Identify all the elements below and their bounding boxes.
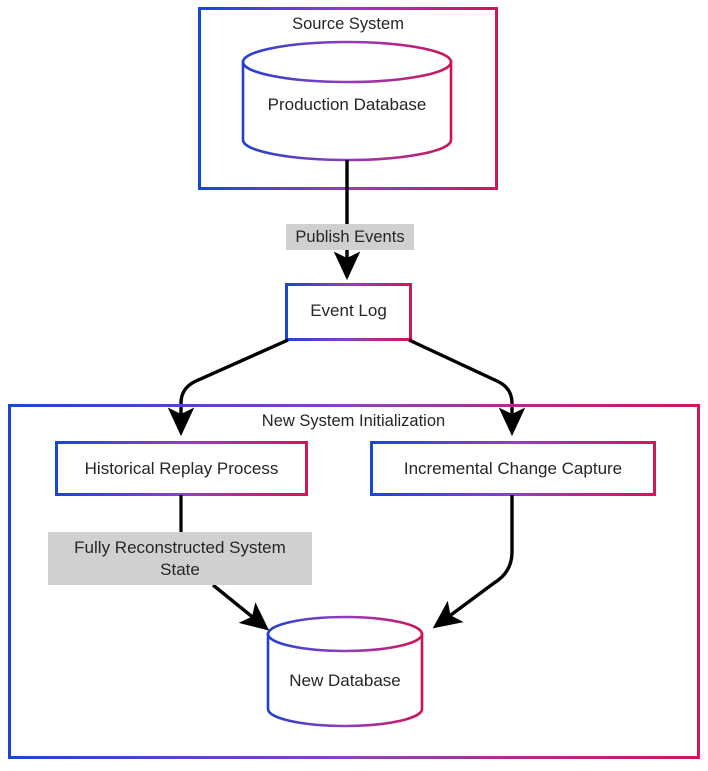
node-box-event-log — [285, 283, 412, 341]
node-label-fully-reconstructed-system-state: Fully Reconstructed System State — [48, 532, 312, 585]
group-label-source-system: Source System — [292, 14, 404, 33]
node-label-historical-replay-process: Historical Replay Process — [84, 459, 279, 479]
node-box-historical-replay-process — [55, 441, 308, 496]
node-box-incremental-change-capture — [370, 441, 656, 496]
edge-incremental-change-capture-to-new-database — [432, 495, 514, 629]
node-label-event-log: Event Log — [310, 301, 387, 321]
node-label-incremental-change-capture: Incremental Change Capture — [403, 459, 623, 479]
edge-event-log-to-incremental-change-capture — [408, 338, 526, 437]
node-label-new-database: New Database — [289, 671, 401, 691]
cylinder-new-database — [266, 615, 424, 728]
cylinder-production-database — [241, 40, 453, 162]
edge-reconstructed-state-to-new-database — [211, 583, 270, 631]
group-box-new-system-initialization — [8, 404, 700, 759]
edge-event-log-to-historical-replay — [167, 338, 289, 437]
group-label-new-system-initialization: New System Initialization — [261, 411, 446, 430]
node-label-production-database: Production Database — [267, 95, 427, 115]
edge-label-publish-events: Publish Events — [286, 224, 414, 250]
